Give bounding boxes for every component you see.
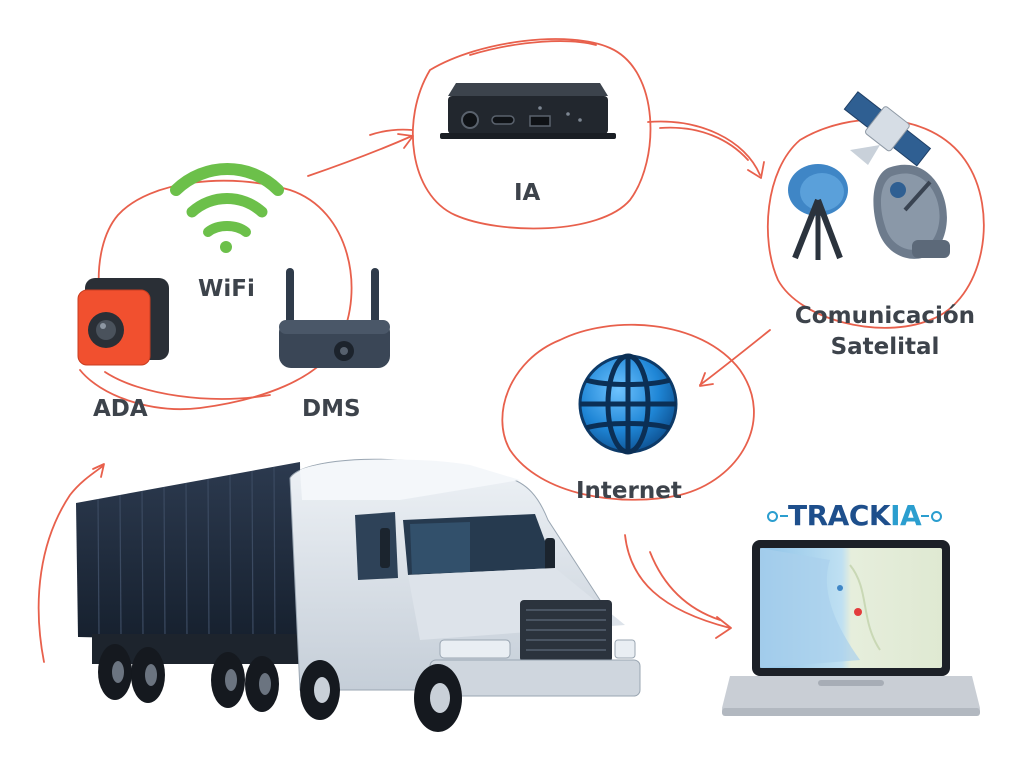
ia-loop	[412, 38, 652, 230]
laptop-icon	[722, 540, 980, 716]
flow-lines	[37, 38, 985, 663]
satellite-loop	[766, 118, 985, 329]
arrow-internet-to-laptop	[624, 534, 731, 629]
internet-label: Internet	[576, 478, 682, 504]
dms-label: DMS	[302, 396, 361, 422]
logo-circuit-end-icon	[931, 510, 943, 522]
ia-device-icon	[440, 83, 616, 139]
logo-main-text: TRACK	[788, 499, 891, 532]
arrow-ia-to-satellite	[647, 120, 761, 176]
ada-camera-icon	[77, 278, 169, 366]
logo-accent-text: IA	[890, 499, 922, 532]
sensor-cluster-loop	[79, 179, 353, 410]
ada-label: ADA	[93, 396, 148, 422]
logo-circuit-end-line-icon	[921, 515, 930, 517]
internet-loop	[501, 323, 755, 501]
truck-icon	[76, 458, 641, 732]
arrow-satellite-to-internet	[699, 329, 771, 386]
logo-circuit-line-icon	[780, 515, 788, 517]
arrow-truck-to-sensors	[37, 465, 104, 663]
wifi-icon	[170, 163, 284, 253]
ia-label: IA	[514, 180, 541, 206]
wifi-label: WiFi	[198, 276, 255, 302]
arrow-sensors-to-ia	[307, 135, 413, 177]
dms-camera-icon	[279, 268, 390, 368]
satellite-label: Comunicación Satelital	[794, 303, 976, 360]
globe-icon	[578, 353, 678, 455]
satellite-dish-icon	[788, 164, 950, 260]
logo-circuit-start-icon	[767, 510, 778, 522]
map-pin-icon	[854, 608, 862, 616]
trackia-logo: TRACK IA	[765, 502, 944, 530]
satellite-icon	[843, 91, 932, 167]
